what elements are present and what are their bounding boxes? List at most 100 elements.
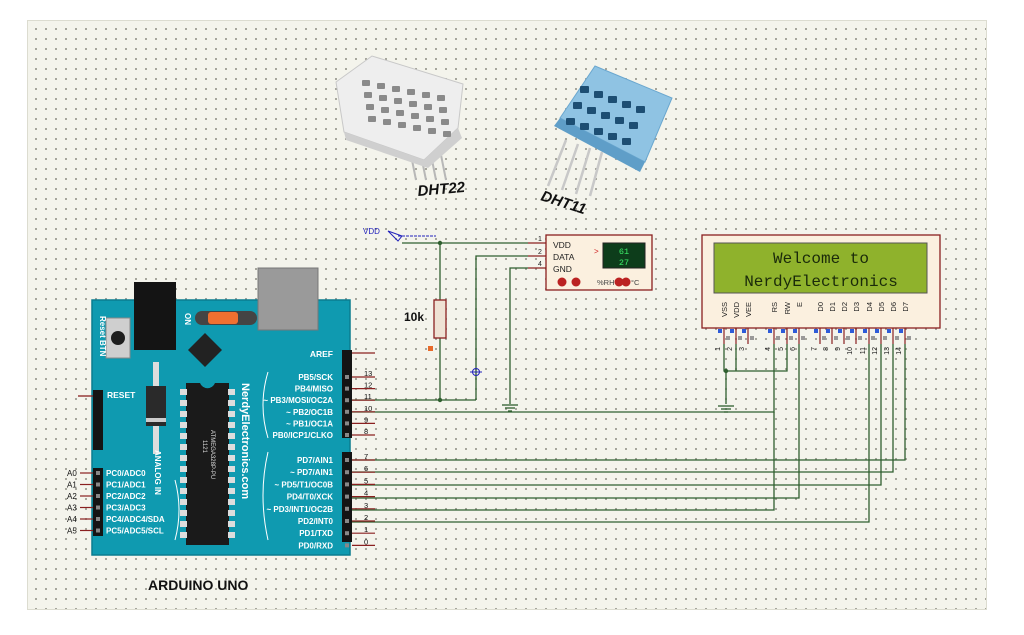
pin-marker bbox=[781, 329, 785, 333]
vent-hole bbox=[428, 128, 436, 134]
lcd-pin-number: 14 bbox=[896, 347, 903, 355]
wires-lcd bbox=[345, 344, 906, 523]
vent-hole bbox=[441, 119, 449, 125]
dht-humidity-down-button[interactable] bbox=[557, 277, 567, 287]
vent-hole bbox=[411, 113, 419, 119]
digital-pin-number: 6 bbox=[364, 464, 368, 473]
pin-marker bbox=[850, 329, 854, 333]
vent-hole bbox=[622, 101, 631, 108]
lcd-pin-number: 1 bbox=[715, 347, 722, 351]
vent-hole bbox=[368, 116, 376, 122]
on-led bbox=[208, 312, 238, 324]
pin-marker bbox=[846, 336, 850, 340]
lcd-pin-number: 9 bbox=[835, 347, 842, 351]
on-label: ON bbox=[183, 313, 192, 325]
vdd-label: VDD bbox=[363, 227, 380, 236]
resistor-label: 10k bbox=[404, 310, 424, 324]
lcd-pin-name: D4 bbox=[865, 302, 874, 312]
vent-hole bbox=[362, 80, 370, 86]
lcd-pin-number: 13 bbox=[884, 347, 891, 355]
digital-header-top bbox=[342, 350, 352, 438]
pin-marker bbox=[887, 329, 891, 333]
dht-rh-label: %RH bbox=[597, 278, 615, 287]
lcd-line-1: Welcome to bbox=[773, 250, 869, 268]
digital-pin-label: ~ PB1/OC1A bbox=[286, 419, 333, 428]
vent-hole bbox=[381, 107, 389, 113]
analog-pin-label: PC2/ADC2 bbox=[106, 492, 146, 501]
power-jack bbox=[134, 282, 176, 350]
vent-hole bbox=[424, 104, 432, 110]
lcd-pin-name: D3 bbox=[852, 302, 861, 312]
lcd-display[interactable]: Welcome to NerdyElectronics VSS1VDD2VEE3… bbox=[701, 234, 941, 355]
analog-ext-label: A2 bbox=[67, 492, 77, 501]
resistor-10k[interactable]: 10k bbox=[404, 299, 447, 351]
digital-pin-label: PD0/RXD bbox=[298, 541, 333, 550]
vent-hole bbox=[366, 104, 374, 110]
analog-ext-label: A3 bbox=[67, 504, 77, 513]
vent-hole bbox=[439, 107, 447, 113]
arduino-uno-board[interactable]: Reset BTN ON 1121 ATMEGA328P-PU NerdyEle… bbox=[67, 267, 375, 556]
vent-hole bbox=[601, 112, 610, 119]
pin-marker bbox=[871, 336, 875, 340]
lcd-pin-name: VEE bbox=[744, 302, 753, 317]
dht-humidity-up-button[interactable] bbox=[571, 277, 581, 287]
diode-body bbox=[146, 386, 166, 426]
dht-pin2-num: 2 bbox=[538, 249, 542, 256]
lcd-pin-number: 12 bbox=[872, 347, 879, 355]
dht-module[interactable]: 1 2 4 VDD DATA GND > 61 27 %RH °C bbox=[528, 234, 653, 291]
dht-pin4-num: 4 bbox=[538, 261, 542, 268]
lcd-line-2: NerdyElectronics bbox=[744, 273, 898, 291]
analog-ext-label: A4 bbox=[67, 515, 77, 524]
dht11-sensor-image bbox=[546, 65, 673, 197]
digital-pin-label: PD2/INT0 bbox=[298, 517, 334, 526]
lcd-pin-number: 2 bbox=[727, 347, 734, 351]
pin-marker bbox=[883, 336, 887, 340]
digital-pin-number: 12 bbox=[364, 381, 372, 390]
digital-pin-number: 5 bbox=[364, 476, 368, 485]
pin-marker bbox=[789, 336, 793, 340]
vent-hole bbox=[622, 138, 631, 145]
analog-pin-label: PC0/ADC0 bbox=[106, 469, 146, 478]
lcd-pin-name: D0 bbox=[816, 302, 825, 312]
reset-header bbox=[93, 390, 103, 450]
pin-marker bbox=[834, 336, 838, 340]
dht-temp-down-button[interactable] bbox=[614, 277, 624, 287]
digital-pin-label: PB0/ICP1/CLKO bbox=[273, 431, 333, 440]
pin-marker bbox=[899, 329, 903, 333]
vent-hole bbox=[394, 98, 402, 104]
vent-hole bbox=[364, 92, 372, 98]
lcd-pin-name: RS bbox=[770, 302, 779, 312]
analog-in-label: ANALOG IN bbox=[153, 450, 162, 495]
dht-temp-label: °C bbox=[631, 278, 640, 287]
lcd-pin-name: D7 bbox=[901, 302, 910, 312]
dht11-label: DHT11 bbox=[539, 188, 588, 219]
digital-pin-number: 7 bbox=[364, 452, 368, 461]
lcd-pin-number: 10 bbox=[847, 347, 854, 355]
digital-pin-label: PD4/T0/XCK bbox=[287, 493, 333, 502]
vent-hole bbox=[608, 133, 617, 140]
digital-pin-label: PB5/SCK bbox=[298, 373, 333, 382]
dht22-vent-grid bbox=[362, 80, 451, 137]
lcd-pin-name: D1 bbox=[828, 302, 837, 312]
ground-symbol-dht bbox=[502, 404, 518, 412]
vent-hole bbox=[636, 106, 645, 113]
vdd-terminal[interactable]: VDD bbox=[363, 227, 436, 242]
digital-pin-label: PD7/AIN1 bbox=[297, 456, 334, 465]
dht-pin-data: DATA bbox=[553, 252, 575, 262]
analog-header bbox=[93, 468, 103, 536]
pin-marker bbox=[875, 329, 879, 333]
digital-pin-number: 4 bbox=[364, 489, 368, 498]
vent-hole bbox=[398, 122, 406, 128]
digital-pin-label: PD1/TXD bbox=[299, 529, 333, 538]
digital-pin-number: 3 bbox=[364, 501, 368, 510]
pin-marker bbox=[863, 329, 867, 333]
pin-marker bbox=[726, 336, 730, 340]
dht-temp-up-button[interactable] bbox=[621, 277, 631, 287]
lcd-pin-number: 4 bbox=[765, 347, 772, 351]
pin-marker bbox=[858, 336, 862, 340]
dht-pin-vdd: VDD bbox=[553, 240, 571, 250]
digital-pin-label: PB4/MISO bbox=[295, 385, 333, 394]
pin-marker bbox=[801, 336, 805, 340]
pin-marker bbox=[895, 336, 899, 340]
